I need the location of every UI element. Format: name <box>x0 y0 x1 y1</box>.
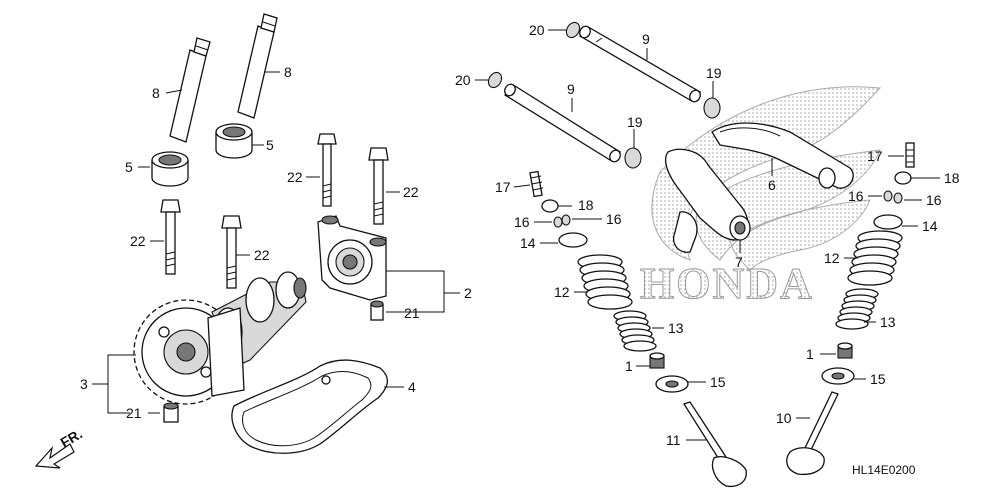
stem-seal-1-left <box>649 352 665 369</box>
bushing-5-left <box>151 151 189 187</box>
leader-lines <box>92 29 940 441</box>
lock-nut-18-left <box>541 199 559 213</box>
callout-16: 16 <box>848 188 864 204</box>
lock-nut-18-right <box>894 171 912 185</box>
cover-gasket-4 <box>231 359 388 454</box>
rocker-arm-7 <box>664 148 751 253</box>
bushing-5-right <box>215 123 253 159</box>
callout-11: 11 <box>666 432 681 448</box>
inner-spring-13-left <box>613 310 657 352</box>
o-ring-20-upper <box>565 21 581 39</box>
callout-20: 20 <box>455 72 471 88</box>
rocker-shaft-lower <box>503 83 622 163</box>
callout-14: 14 <box>520 235 536 251</box>
callout-9: 9 <box>642 31 650 47</box>
diagram-code: HL14E0200 <box>852 463 916 477</box>
bolt-22-d <box>221 215 242 289</box>
callout-18: 18 <box>578 197 594 213</box>
spring-seat-15-right <box>821 367 855 385</box>
callout-7: 7 <box>735 254 743 270</box>
callout-17: 17 <box>867 148 883 164</box>
callout-5: 5 <box>125 159 133 175</box>
exhaust-valve-10 <box>786 391 839 476</box>
callout-3: 3 <box>80 376 88 392</box>
callout-19: 19 <box>706 65 722 81</box>
callout-16: 16 <box>926 192 942 208</box>
camshaft-holder-2 <box>317 215 387 301</box>
callout-12: 12 <box>824 250 840 266</box>
front-direction-arrow: FR. <box>34 425 86 469</box>
rocker-shaft-upper <box>578 25 702 103</box>
bolt-22-a <box>317 133 337 207</box>
callout-12: 12 <box>554 284 570 300</box>
callout-4: 4 <box>408 379 416 395</box>
callout-13: 13 <box>880 314 896 330</box>
inner-spring-13-right <box>835 288 879 330</box>
callout-1: 1 <box>625 358 633 374</box>
callout-1: 1 <box>806 346 814 362</box>
retainer-14-right <box>873 214 903 230</box>
dowel-21-sprocket <box>163 402 179 423</box>
o-ring-20-lower <box>487 71 503 89</box>
intake-valve-11 <box>683 401 747 488</box>
adjuster-screw-17-left <box>529 170 544 198</box>
callout-22: 22 <box>287 169 303 185</box>
stem-seal-1-right <box>837 342 853 359</box>
dowel-pin-8-left <box>169 37 211 143</box>
dowel-pin-8-right <box>237 13 278 119</box>
callout-9: 9 <box>567 81 575 97</box>
cotters-16-left <box>553 214 571 228</box>
spring-seat-15-left <box>655 375 689 393</box>
honda-wing-logo: HONDA <box>640 86 882 309</box>
callout-5: 5 <box>266 137 274 153</box>
callout-10: 10 <box>776 410 792 426</box>
seal-19-upper <box>703 97 721 119</box>
callout-8: 8 <box>284 64 292 80</box>
rocker-arm-6 <box>711 122 854 189</box>
brand-watermark: HONDA <box>640 259 814 308</box>
callout-20: 20 <box>529 22 545 38</box>
front-label: FR. <box>58 425 86 450</box>
callout-22: 22 <box>403 184 419 200</box>
callout-8: 8 <box>152 85 160 101</box>
bolt-22-b <box>368 147 389 225</box>
outer-spring-12-right <box>847 230 903 286</box>
outer-spring-12-left <box>577 254 633 310</box>
adjuster-screw-17-right <box>905 142 915 168</box>
callout-labels: 20 9 20 9 19 19 6 17 18 16 16 14 7 12 13… <box>80 22 960 448</box>
camshaft <box>207 271 307 397</box>
cotters-16-right <box>883 190 903 204</box>
callout-21: 21 <box>404 305 420 321</box>
callout-18: 18 <box>944 170 960 186</box>
callout-14: 14 <box>922 218 938 234</box>
callout-15: 15 <box>870 371 886 387</box>
dowel-21-holder <box>370 300 384 321</box>
callout-15: 15 <box>710 374 726 390</box>
callout-17: 17 <box>495 179 511 195</box>
callout-16: 16 <box>606 211 622 227</box>
callout-13: 13 <box>668 320 684 336</box>
bolt-22-c <box>160 199 181 275</box>
retainer-14-left <box>558 232 588 248</box>
callout-22: 22 <box>130 233 146 249</box>
callout-6: 6 <box>768 177 776 193</box>
callout-21: 21 <box>126 405 142 421</box>
callout-2: 2 <box>464 285 472 301</box>
callout-22: 22 <box>254 247 270 263</box>
callout-16: 16 <box>514 214 530 230</box>
callout-19: 19 <box>627 114 643 130</box>
seal-19-lower <box>624 147 642 169</box>
